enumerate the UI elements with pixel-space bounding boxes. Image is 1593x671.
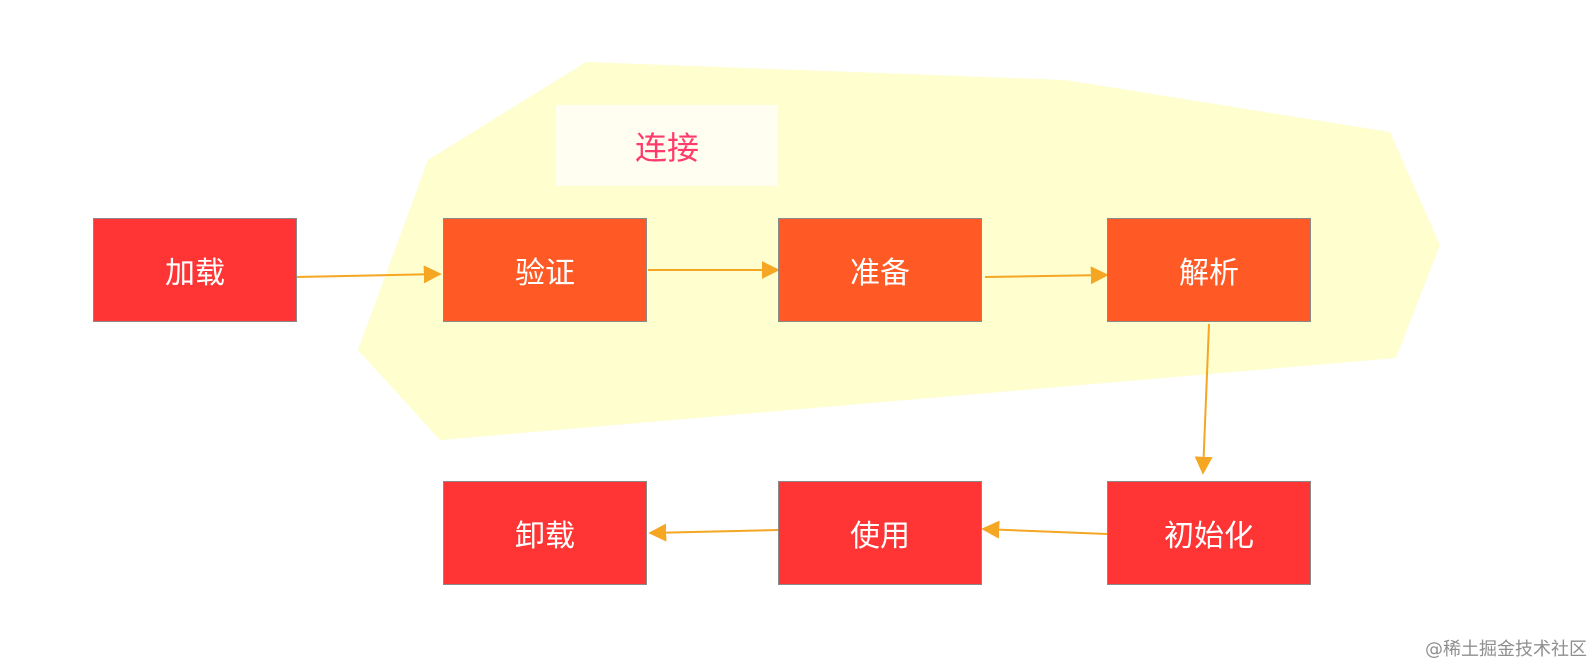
arrow-initialize-to-use: [981, 520, 1108, 539]
arrow-use-to-unload: [648, 523, 779, 542]
stage-resolve: 解析: [1107, 218, 1311, 322]
stage-unload: 卸载: [443, 481, 647, 585]
stage-initialize: 初始化: [1107, 481, 1311, 585]
stage-use: 使用: [778, 481, 982, 585]
watermark: @稀土掘金技术社区: [1425, 639, 1587, 660]
stage-load: 加载: [93, 218, 297, 322]
arrow-resolve-to-initialize: [1194, 323, 1213, 475]
arrow-load-to-verify: [295, 265, 442, 284]
stage-verify: 验证: [443, 218, 647, 322]
linking-phase-label: 连接: [634, 128, 699, 167]
arrow-prepare-to-resolve: [984, 266, 1109, 285]
stage-prepare: 准备: [778, 218, 982, 322]
linking-label-background: [556, 105, 778, 186]
